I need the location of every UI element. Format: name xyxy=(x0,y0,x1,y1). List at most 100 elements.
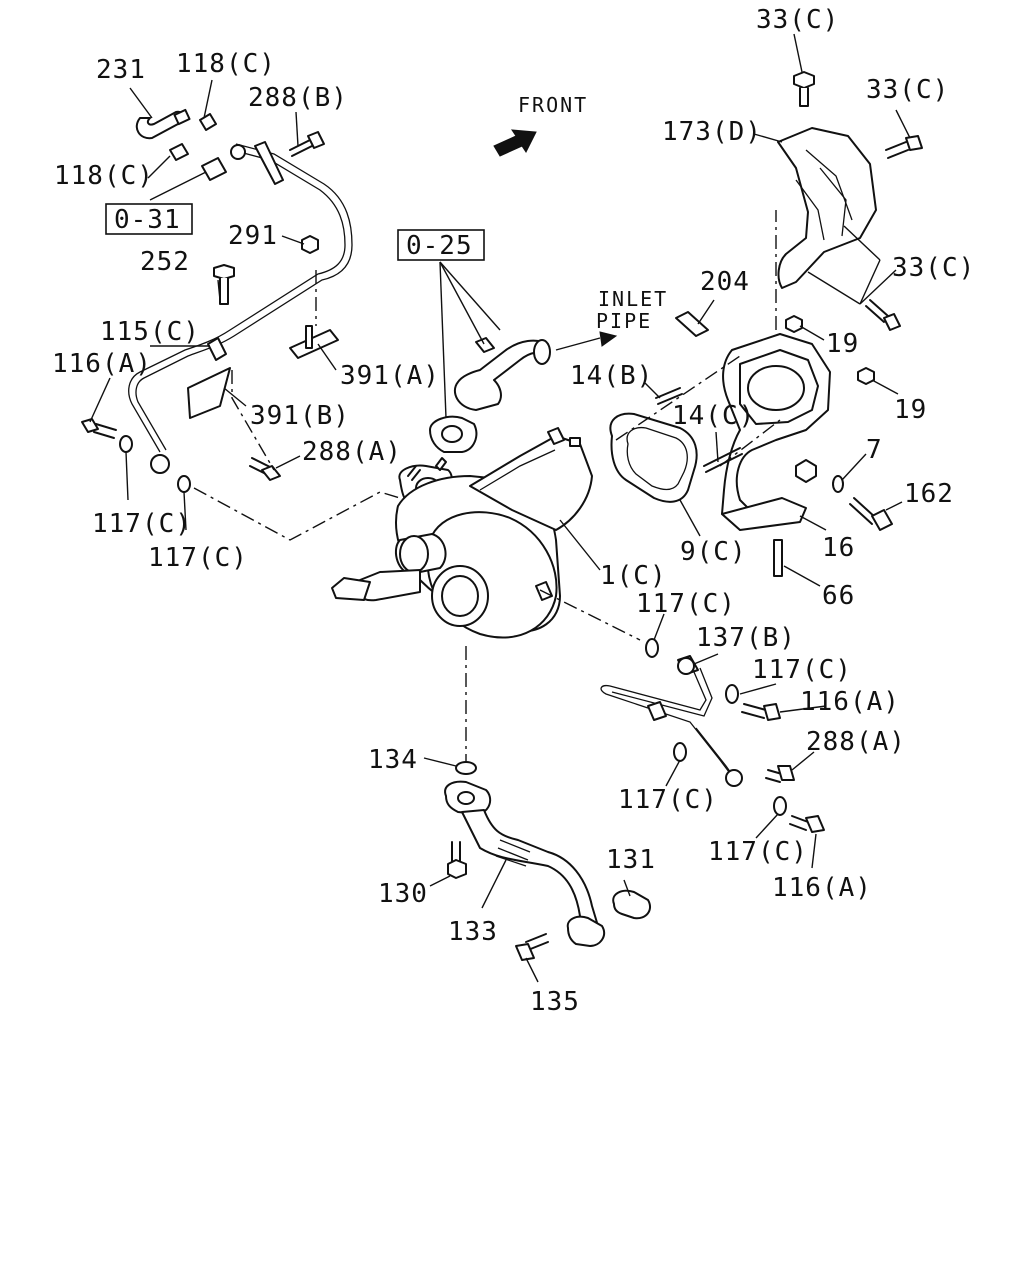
oil-pipe-lower-right xyxy=(600,638,825,833)
stud-66 xyxy=(773,539,783,577)
bolt-130-head xyxy=(447,859,467,879)
label-130: 130 xyxy=(378,879,428,909)
label-131: 131 xyxy=(606,845,656,875)
clamp-118c-left xyxy=(169,143,189,161)
label-288a-left: 288(A) xyxy=(302,437,402,467)
pipe-clip xyxy=(207,337,227,361)
front-arrow-icon xyxy=(493,129,537,157)
bolt-135-head xyxy=(515,943,535,961)
clamp-118c-top xyxy=(199,113,217,131)
oil-pipe-137b-outline xyxy=(611,667,737,781)
turbo-flange-stud-2 xyxy=(435,457,447,471)
label-33c-top: 33(C) xyxy=(756,5,839,35)
turbo-outlet-flange xyxy=(331,577,371,601)
label-117c-l2: 117(C) xyxy=(148,543,248,573)
bolt-288b-head xyxy=(307,131,325,149)
bolt-33c-top-head xyxy=(793,71,815,89)
part-labels: 231 118(C) 288(B) 118(C) 0-31 291 252 11… xyxy=(52,5,975,1017)
inlet-elbow-opening xyxy=(533,339,551,365)
bolt-288b-shank xyxy=(289,139,313,157)
bolt-33c-top-shank xyxy=(799,87,809,107)
oil-return-flange-hole xyxy=(457,791,475,805)
washer-117c-l2 xyxy=(177,475,191,493)
label-391a: 391(A) xyxy=(340,361,440,391)
oil-pipe-137b xyxy=(600,671,733,777)
bolt-252-shank xyxy=(219,277,229,305)
bolt-33c-mid-head xyxy=(905,135,923,151)
label-19-b: 19 xyxy=(894,395,927,425)
label-inlet: INLET xyxy=(598,287,668,311)
oil-return-pipe-assembly xyxy=(444,761,652,961)
label-162: 162 xyxy=(904,479,954,509)
turbo-top-fitting xyxy=(547,427,565,445)
compressor-outlet-inner xyxy=(441,575,479,617)
label-135: 135 xyxy=(530,987,580,1017)
banjo-lower-right xyxy=(725,769,743,787)
heat-shield-ridge-1 xyxy=(805,149,853,221)
label-19-a: 19 xyxy=(826,329,859,359)
washer-7 xyxy=(832,475,844,493)
bolt-116a-left-shank xyxy=(93,423,117,439)
label-pipe: PIPE xyxy=(596,309,652,333)
bracket-391b xyxy=(187,367,231,419)
label-33c-mid: 33(C) xyxy=(866,75,949,105)
oil-pipe-clip xyxy=(647,701,667,721)
heat-shield-ridge-2 xyxy=(819,167,847,237)
label-1c: 1(C) xyxy=(600,561,667,591)
label-252: 252 xyxy=(140,247,190,277)
washer-117c-l1 xyxy=(119,435,133,453)
label-204: 204 xyxy=(700,267,750,297)
pin-204 xyxy=(675,311,709,337)
bolt-33c-mid-shank xyxy=(885,141,909,159)
bolt-252-head xyxy=(213,264,235,280)
label-137b: 137(B) xyxy=(696,623,796,653)
label-231: 231 xyxy=(96,55,146,85)
pipe-bracket-top xyxy=(254,141,284,185)
inlet-pipe-arrow xyxy=(555,331,618,351)
banjo-fitting xyxy=(230,144,246,160)
part-7-nut xyxy=(795,459,817,483)
gasket-134 xyxy=(455,761,477,775)
exhaust-elbow-bore xyxy=(747,365,805,411)
front-arrow xyxy=(493,129,537,157)
leader-lines-left xyxy=(89,79,401,541)
label-173d: 173(D) xyxy=(662,117,762,147)
label-14b: 14(B) xyxy=(570,361,653,391)
leader-lines-bottom xyxy=(423,757,631,983)
hose-end xyxy=(173,108,191,126)
turbo-pipe-upper xyxy=(479,449,556,491)
fitting-0-31 xyxy=(201,157,227,181)
bolt-162-head xyxy=(871,509,893,531)
label-117c-l1: 117(C) xyxy=(92,509,192,539)
washer-117c-r3 xyxy=(673,742,687,762)
leader-lines-center xyxy=(439,261,641,764)
label-118c-top: 118(C) xyxy=(176,49,276,79)
bolt-33c-low-shank xyxy=(865,299,889,323)
washer-117c-r2 xyxy=(725,684,739,704)
inlet-elbow-assembly xyxy=(429,337,551,453)
label-ref-0-31: 0-31 xyxy=(114,205,181,235)
turbo-top-nut xyxy=(569,437,581,447)
exhaust-elbow-assembly xyxy=(609,71,923,577)
label-16: 16 xyxy=(822,533,855,563)
oil-return-pipe-133 xyxy=(461,809,599,933)
heat-shield-173d xyxy=(777,127,877,289)
label-front: FRONT xyxy=(518,93,588,117)
label-116a-r2: 116(A) xyxy=(772,873,872,903)
heat-shield-ridge-3 xyxy=(795,179,825,241)
label-116a-r1: 116(A) xyxy=(800,687,900,717)
oil-feed-pipe-assembly xyxy=(81,108,353,493)
inlet-elbow-nut xyxy=(475,337,495,353)
label-33c-low: 33(C) xyxy=(892,253,975,283)
label-291: 291 xyxy=(228,221,278,251)
label-117c-r1: 117(C) xyxy=(636,589,736,619)
label-117c-r2: 117(C) xyxy=(752,655,852,685)
label-14c: 14(C) xyxy=(672,401,755,431)
inlet-arrow-head xyxy=(599,331,618,347)
label-ref-0-25: 0-25 xyxy=(406,231,473,261)
bolt-116a-r2-shank xyxy=(789,815,809,831)
label-117c-r4: 117(C) xyxy=(708,837,808,867)
banjo-fitting-lower xyxy=(150,454,170,474)
nut-291 xyxy=(301,235,319,254)
bolt-116a-left-head xyxy=(81,418,99,433)
